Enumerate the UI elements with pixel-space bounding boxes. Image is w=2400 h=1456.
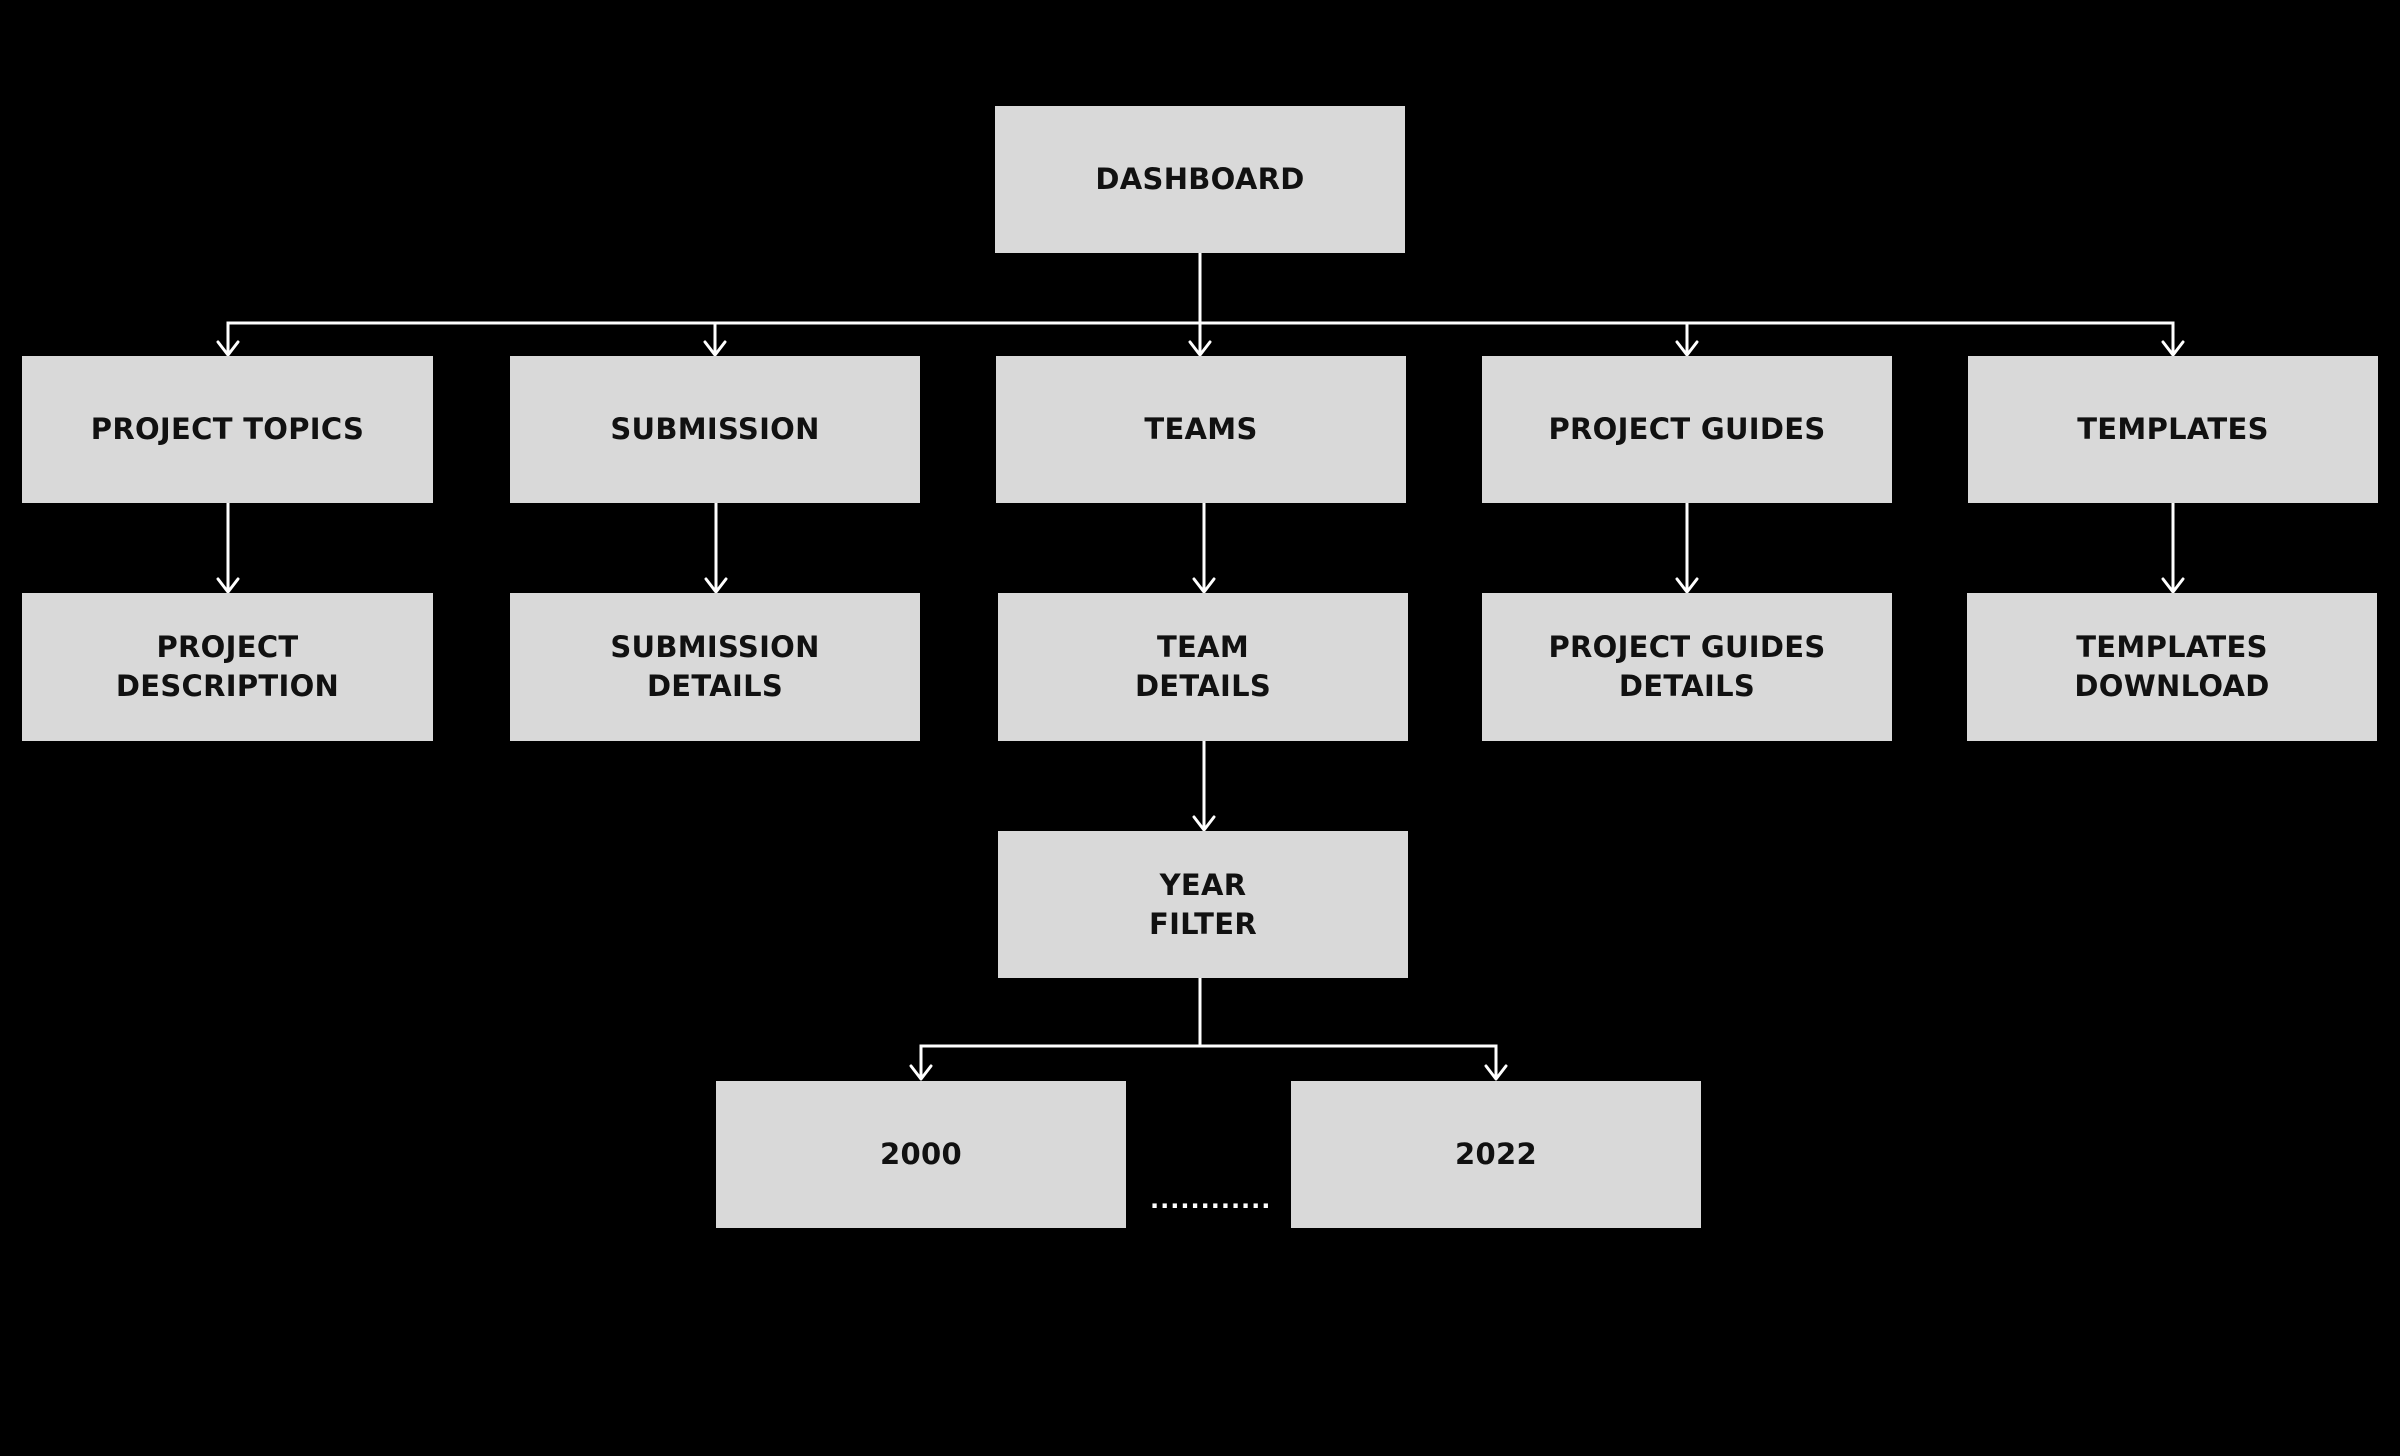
node-year-filter: YEAR FILTER	[998, 831, 1408, 978]
node-teams-label: TEAMS	[1144, 412, 1258, 446]
year-range-ellipsis: ............	[1150, 1186, 1272, 1214]
node-year-filter-label: YEAR FILTER	[1148, 867, 1257, 941]
node-templates-download: TEMPLATES DOWNLOAD	[1967, 593, 2377, 741]
arrowhead-year-filter	[1192, 815, 1216, 832]
node-dashboard-label: DASHBOARD	[1095, 162, 1305, 196]
node-submission-details: SUBMISSION DETAILS	[510, 593, 920, 741]
node-team-details-label: TEAM DETAILS	[1134, 630, 1272, 703]
node-year-2022-label: 2022	[1455, 1137, 1537, 1171]
node-project-topics-label: PROJECT TOPICS	[90, 412, 365, 446]
node-templates-download-label: TEMPLATES DOWNLOAD	[2074, 630, 2270, 703]
arrowhead-team-details	[1192, 577, 1216, 594]
arrowhead-2000	[909, 1064, 933, 1081]
arrowhead-project-topics	[216, 340, 240, 357]
arrowhead-teams	[1188, 340, 1212, 357]
node-teams: TEAMS	[996, 356, 1406, 503]
arrowhead-submission	[703, 340, 727, 357]
node-project-description-label: PROJECT DESCRIPTION	[115, 630, 340, 703]
node-submission-label: SUBMISSION	[610, 412, 820, 446]
node-templates: TEMPLATES	[1968, 356, 2378, 503]
node-templates-label: TEMPLATES	[2077, 412, 2269, 446]
node-project-guides-details-label: PROJECT GUIDES DETAILS	[1548, 630, 1826, 703]
node-dashboard: DASHBOARD	[995, 106, 1405, 253]
arrowhead-project-guides-details	[1675, 577, 1699, 594]
node-submission: SUBMISSION	[510, 356, 920, 503]
node-year-2022: 2022	[1291, 1081, 1701, 1228]
arrowhead-project-guides	[1675, 340, 1699, 357]
node-year-2000-label: 2000	[880, 1137, 962, 1171]
arrowhead-templates-download	[2161, 577, 2185, 594]
node-year-2000: 2000	[716, 1081, 1126, 1228]
arrowhead-2022	[1484, 1064, 1508, 1081]
node-project-topics: PROJECT TOPICS	[22, 356, 433, 503]
node-team-details: TEAM DETAILS	[998, 593, 1408, 741]
node-submission-details-label: SUBMISSION DETAILS	[610, 630, 820, 703]
node-project-guides-details: PROJECT GUIDES DETAILS	[1482, 593, 1892, 741]
node-project-guides: PROJECT GUIDES	[1482, 356, 1892, 503]
node-project-guides-label: PROJECT GUIDES	[1548, 412, 1826, 446]
node-project-description: PROJECT DESCRIPTION	[22, 593, 433, 741]
arrowhead-project-description	[216, 577, 240, 594]
arrowhead-submission-details	[704, 577, 728, 594]
arrowhead-templates	[2161, 340, 2185, 357]
